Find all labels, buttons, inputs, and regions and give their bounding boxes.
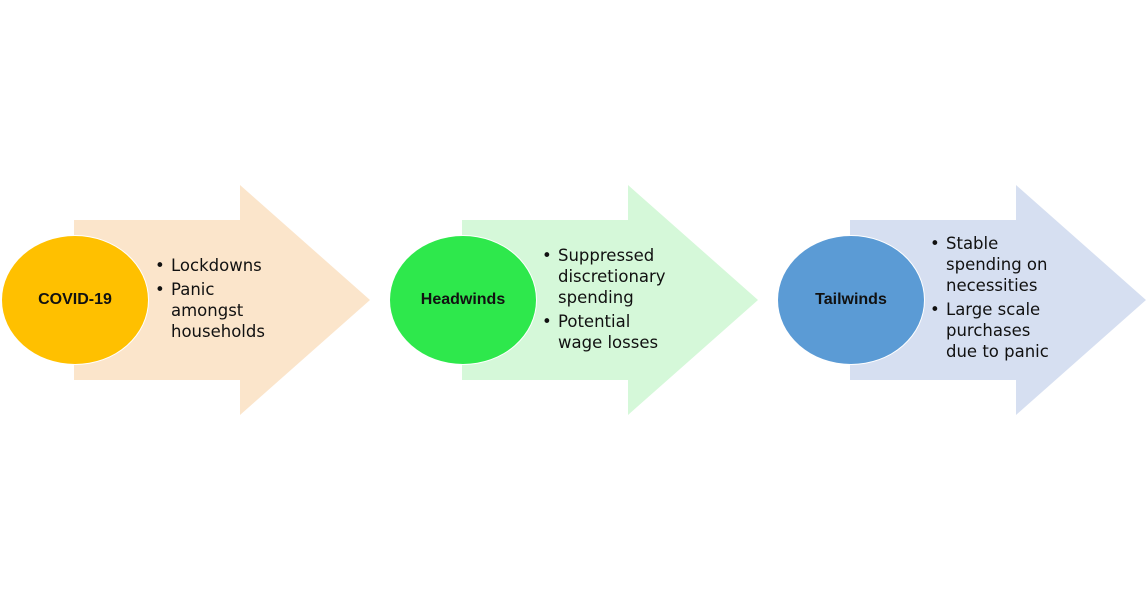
stage-headwinds: Headwinds Suppressed discretionary spend… [388, 0, 768, 601]
bullet-item: Potential wage losses [542, 311, 666, 353]
stage-circle: Headwinds [389, 235, 537, 365]
bullet-item: Large scale purchases due to panic [930, 299, 1049, 362]
bullet-item: Panic amongst households [155, 279, 265, 342]
stage-circle: Tailwinds [777, 235, 925, 365]
stage-label: COVID-19 [38, 291, 112, 308]
stage-label: Headwinds [420, 291, 506, 308]
bullet-item: Stable spending on necessities [930, 233, 1049, 296]
stage-covid19: COVID-19 Lockdowns Panic amongst househo… [0, 0, 380, 601]
stage-bullet-list: Lockdowns Panic amongst households [155, 255, 265, 345]
stage-bullet-list: Stable spending on necessities Large sca… [930, 233, 1049, 365]
bullet-item: Suppressed discretionary spending [542, 245, 666, 308]
stage-bullet-list: Suppressed discretionary spending Potent… [542, 245, 666, 356]
stage-circle: COVID-19 [1, 235, 149, 365]
bullet-item: Lockdowns [155, 255, 265, 276]
stage-tailwinds: Tailwinds Stable spending on necessities… [776, 0, 1147, 601]
stage-label: Tailwinds [815, 291, 887, 308]
